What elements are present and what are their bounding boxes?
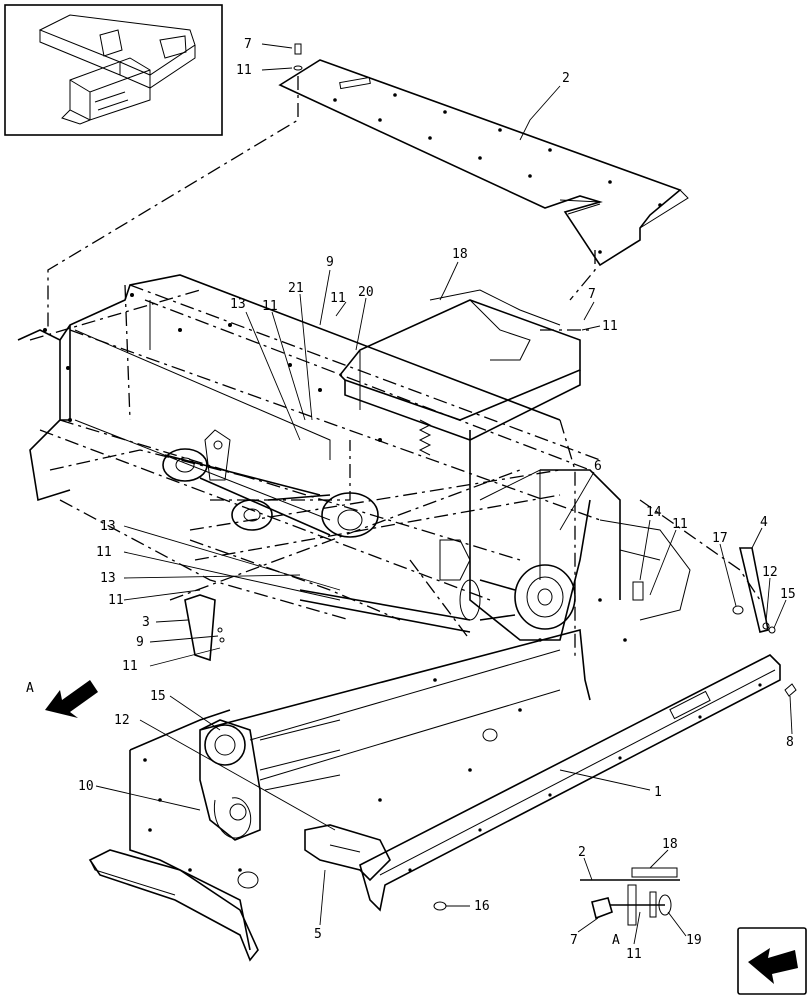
callout-3: 3	[142, 615, 150, 630]
right-bracket	[632, 547, 776, 634]
callout-16: 16	[474, 899, 490, 914]
callout-A: A	[612, 933, 620, 948]
chain-drive-assembly	[162, 419, 576, 633]
callout-2: 2	[562, 71, 570, 86]
callout-11: 11	[330, 291, 346, 306]
callout-7: 7	[570, 933, 578, 948]
callout-9: 9	[136, 635, 144, 650]
callout-21: 21	[288, 281, 304, 296]
leader-lines	[95, 43, 793, 945]
callout-18: 18	[452, 247, 468, 262]
callout-7: 7	[588, 287, 596, 302]
callout-9: 9	[326, 255, 334, 270]
assembly-alignment-lines	[29, 76, 761, 660]
top-cover-panel	[278, 43, 689, 267]
callout-7: 7	[244, 37, 252, 52]
callout-4: 4	[760, 515, 768, 530]
navigation-arrow-icon[interactable]	[737, 927, 807, 995]
callout-17: 17	[712, 531, 728, 546]
side-rail	[359, 654, 797, 912]
callout-12: 12	[114, 713, 130, 728]
callout-11: 11	[602, 319, 618, 334]
callout-6: 6	[594, 459, 602, 474]
callout-11: 11	[96, 545, 112, 560]
callout-A: A	[26, 681, 34, 696]
detail-a-view	[580, 867, 680, 926]
callout-20: 20	[358, 285, 374, 300]
callout-2: 2	[578, 845, 586, 860]
locator-thumbnail	[4, 4, 223, 136]
callout-15: 15	[150, 689, 166, 704]
callout-13: 13	[100, 571, 116, 586]
rear-drive-assembly	[199, 719, 391, 882]
left-bracket	[184, 594, 225, 662]
main-frame	[17, 274, 691, 962]
view-direction-arrow-icon	[45, 680, 98, 718]
callout-11: 11	[122, 659, 138, 674]
callout-14: 14	[646, 505, 662, 520]
top-bolt	[293, 43, 303, 71]
callout-18: 18	[662, 837, 678, 852]
callout-11: 11	[262, 299, 278, 314]
callout-12: 12	[762, 565, 778, 580]
callout-1: 1	[654, 785, 662, 800]
callout-11: 11	[626, 947, 642, 962]
callout-19: 19	[686, 933, 702, 948]
callout-5: 5	[314, 927, 322, 942]
callout-labels: 7 11 2 18 9 21 11 20 13 11 7 11 6 14 11 …	[26, 37, 796, 962]
callout-15: 15	[780, 587, 796, 602]
callout-10: 10	[78, 779, 94, 794]
callout-11: 11	[108, 593, 124, 608]
callout-13: 13	[230, 297, 246, 312]
callout-8: 8	[786, 735, 794, 750]
callout-11: 11	[672, 517, 688, 532]
callout-13: 13	[100, 519, 116, 534]
callout-11: 11	[236, 63, 252, 78]
